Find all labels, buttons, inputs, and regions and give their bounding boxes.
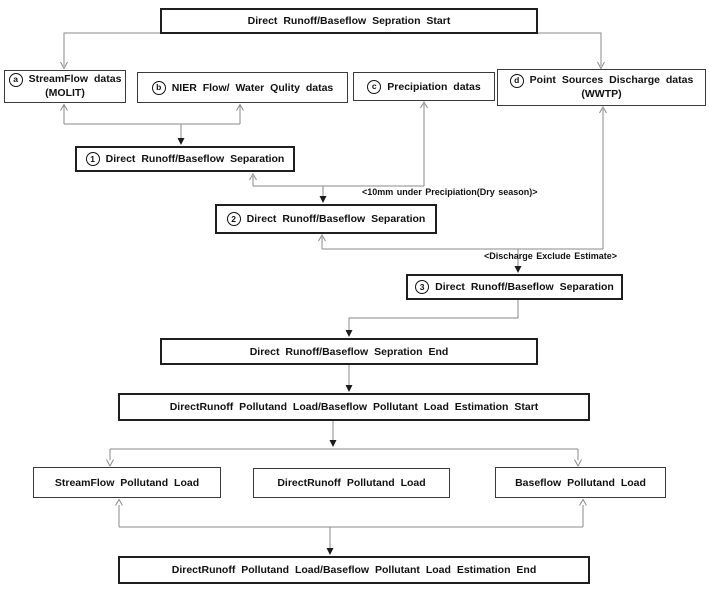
node-label: Direct Runoff/Baseflow Separation xyxy=(105,153,285,165)
arrow-down-icon xyxy=(597,61,605,70)
connector-eststart-split xyxy=(109,421,579,460)
arrow-up-icon xyxy=(236,103,244,111)
node-sublabel: (WWTP) xyxy=(581,87,622,100)
arrow-up-icon xyxy=(115,498,123,506)
node-separation-2: 2 Direct Runoff/Baseflow Separation xyxy=(215,204,437,234)
node-label: StreamFlow datas xyxy=(28,72,122,85)
arrow-down-filled-icon xyxy=(326,548,334,555)
annotation-discharge-exclude: <Discharge Exclude Estimate> xyxy=(484,251,618,261)
node-label: NIER Flow/ Water Qulity datas xyxy=(171,81,334,94)
node-separation-end: Direct Runoff/Baseflow Sepration End xyxy=(160,338,538,365)
circled-c-icon: c xyxy=(367,79,382,94)
arrow-down-filled-icon xyxy=(177,138,185,145)
connector-start-to-pointsources xyxy=(538,32,602,66)
arrow-down-filled-icon xyxy=(345,385,353,392)
arrow-down-icon xyxy=(106,459,114,468)
node-separation-1: 1 Direct Runoff/Baseflow Separation xyxy=(75,146,295,172)
node-directrunoff-load: DirectRunoff Pollutand Load xyxy=(253,468,450,498)
node-streamflow-data: a StreamFlow datas (MOLIT) xyxy=(4,70,126,103)
node-point-sources-data: d Point Sources Discharge datas (WWTP) xyxy=(497,69,706,106)
arrow-down-filled-icon xyxy=(345,330,353,337)
circled-3-icon: 3 xyxy=(415,280,430,294)
node-label: Direct Runoff/Baseflow Separation xyxy=(435,281,614,293)
arrow-down-filled-icon xyxy=(329,440,337,447)
connector-sep3-to-end xyxy=(348,300,519,330)
arrow-up-icon xyxy=(420,101,428,109)
node-label: Baseflow Pollutand Load xyxy=(515,476,646,489)
node-label: StreamFlow Pollutand Load xyxy=(54,476,200,489)
node-label: Point Sources Discharge datas xyxy=(529,73,694,86)
arrow-up-icon xyxy=(579,498,587,506)
node-estimation-start: DirectRunoff Pollutand Load/Baseflow Pol… xyxy=(118,393,590,421)
connector-loads-merge xyxy=(118,505,584,548)
circled-2-icon: 2 xyxy=(226,212,241,226)
circled-b-icon: b xyxy=(151,80,166,95)
node-precipitation-data: c Precipiation datas xyxy=(353,72,495,101)
node-label: Precipiation datas xyxy=(387,80,481,93)
arrow-down-icon xyxy=(60,61,68,70)
connector-a-b-to-sep1 xyxy=(63,106,241,140)
annotation-dry-season: <10mm under Precipiation(Dry season)> xyxy=(362,187,538,197)
arrow-up-icon xyxy=(60,103,68,111)
node-label: DirectRunoff Pollutand Load/Baseflow Pol… xyxy=(171,564,537,576)
node-baseflow-load: Baseflow Pollutand Load xyxy=(495,467,666,498)
node-label: Direct Runoff/Baseflow Sepration Start xyxy=(247,15,451,27)
node-label: Direct Runoff/Baseflow Sepration End xyxy=(249,345,449,358)
node-label: DirectRunoff Pollutand Load/Baseflow Pol… xyxy=(169,401,539,413)
arrow-down-filled-icon xyxy=(514,266,522,273)
circled-1-icon: 1 xyxy=(85,152,100,166)
arrow-down-icon xyxy=(574,459,582,468)
node-nier-data: b NIER Flow/ Water Qulity datas xyxy=(137,72,348,103)
node-sublabel: (MOLIT) xyxy=(45,86,85,99)
arrow-up-icon xyxy=(249,173,257,181)
node-label: DirectRunoff Pollutand Load xyxy=(277,477,426,489)
node-estimation-end: DirectRunoff Pollutand Load/Baseflow Pol… xyxy=(118,556,590,584)
arrow-down-filled-icon xyxy=(319,196,327,203)
arrow-up-icon xyxy=(318,234,326,242)
circled-a-icon: a xyxy=(8,72,23,87)
node-label: Direct Runoff/Baseflow Separation xyxy=(246,213,426,225)
node-separation-start: Direct Runoff/Baseflow Sepration Start xyxy=(160,8,538,34)
node-separation-3: 3 Direct Runoff/Baseflow Separation xyxy=(406,274,623,300)
connector-start-to-streamflow xyxy=(63,32,160,66)
circled-d-icon: d xyxy=(509,73,524,88)
node-streamflow-load: StreamFlow Pollutand Load xyxy=(33,467,221,498)
arrow-up-icon xyxy=(599,106,607,114)
